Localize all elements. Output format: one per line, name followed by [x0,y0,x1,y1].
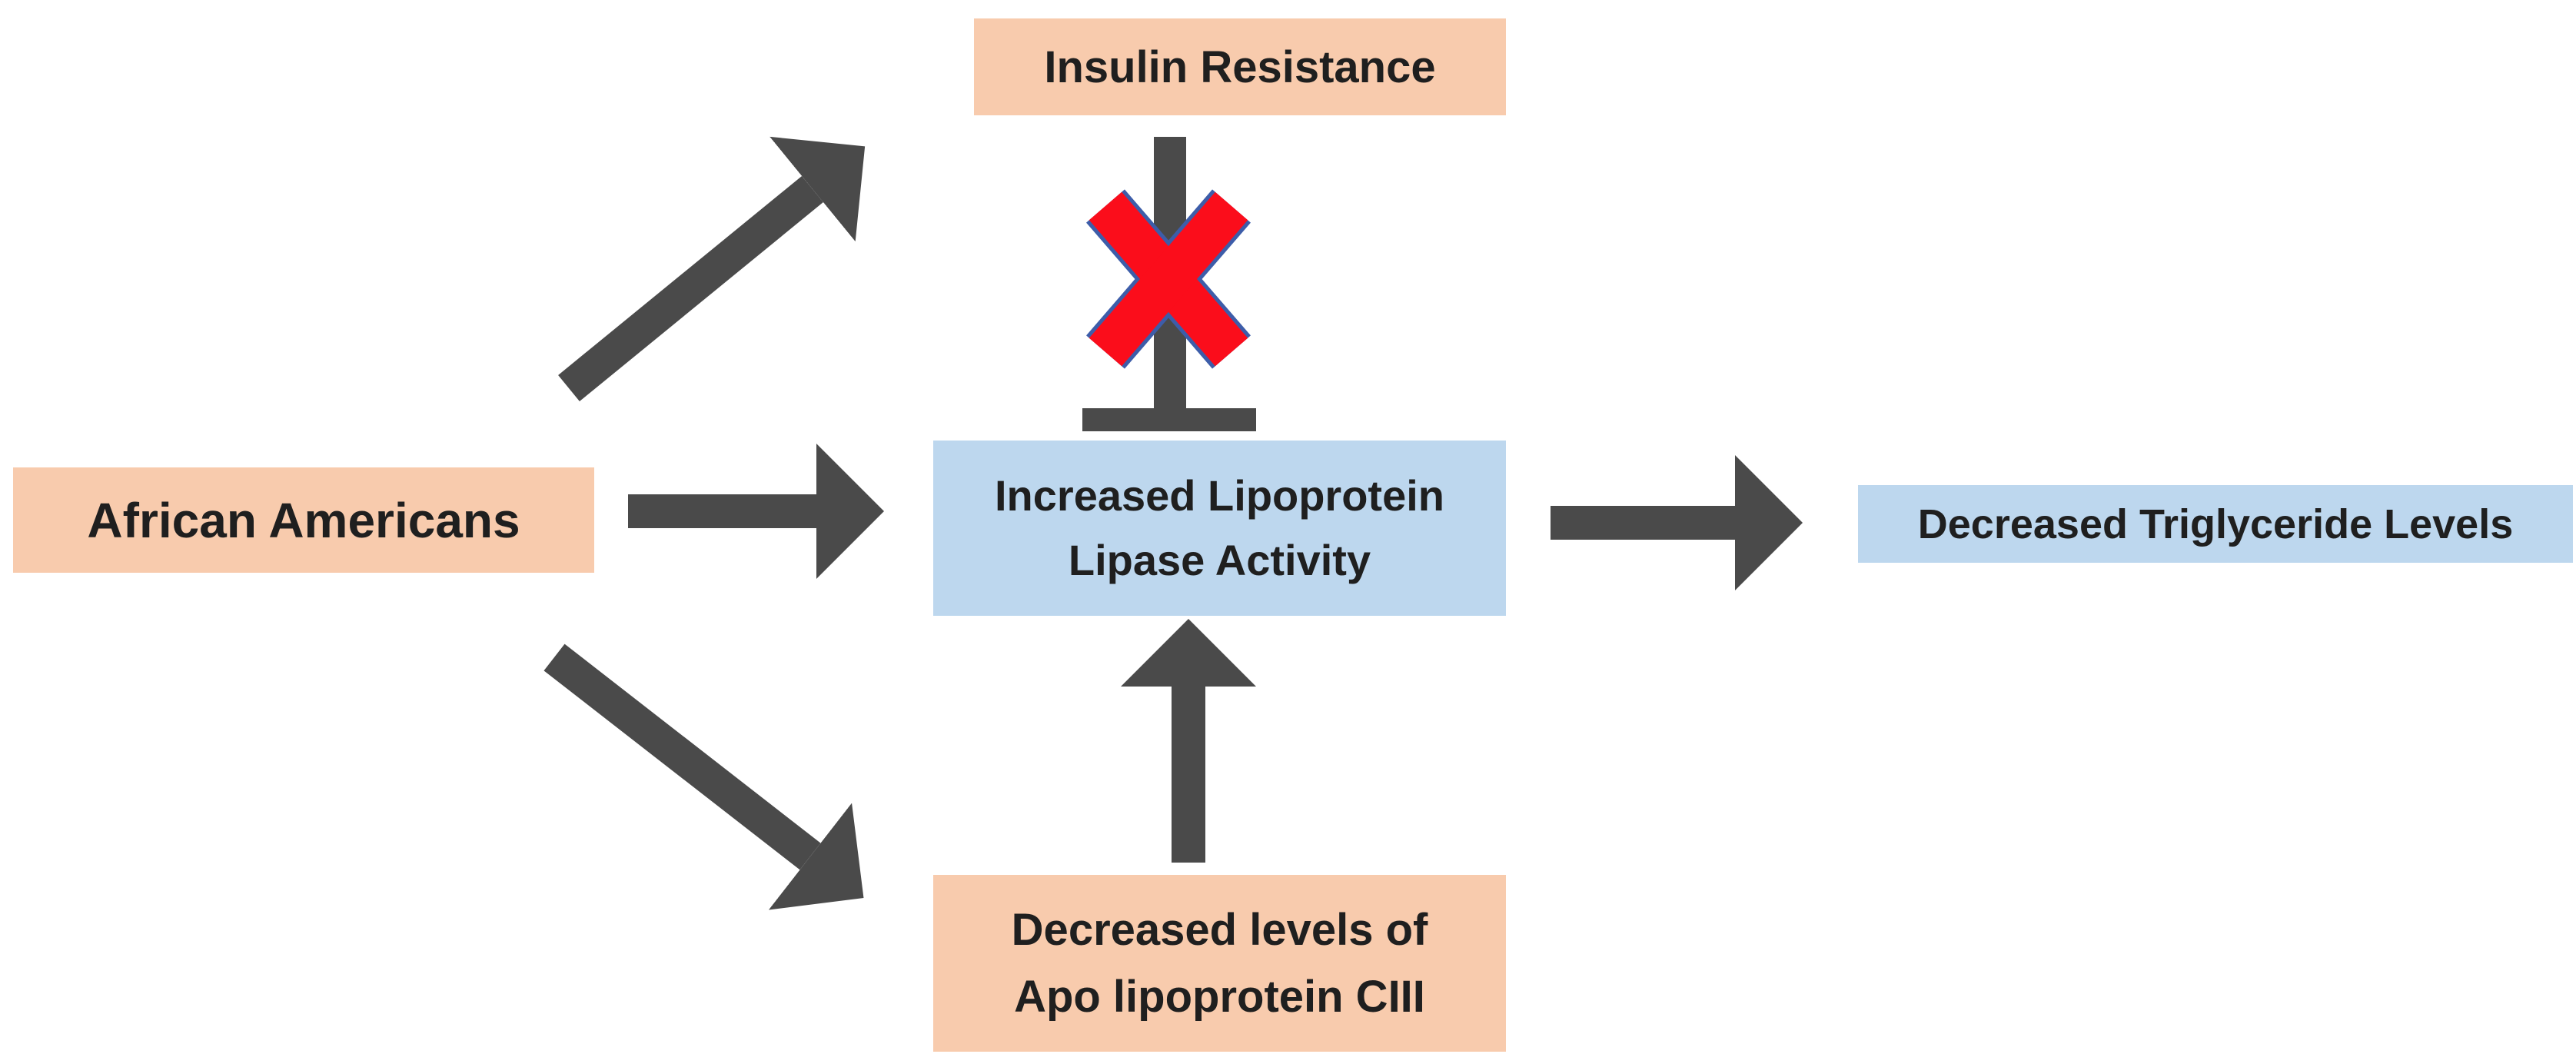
node-decreased-apo-lipoprotein-ciii: Decreased levels of Apo lipoprotein CIII [933,875,1506,1052]
node-increased-lipoprotein-lipase-activity: Increased Lipoprotein Lipase Activity [933,441,1506,616]
node-apociii-label: Decreased levels of Apo lipoprotein CIII [1011,905,1428,1022]
arrow-african-to-insulin [558,136,866,402]
node-lipase-label: Increased Lipoprotein Lipase Activity [995,471,1444,584]
node-triglyceride-label: Decreased Triglyceride Levels [1917,500,2514,547]
node-african-americans-label: African Americans [87,492,520,548]
node-insulin-resistance: Insulin Resistance [974,18,1506,115]
node-decreased-triglyceride-levels: Decreased Triglyceride Levels [1858,485,2573,563]
node-insulin-resistance-label: Insulin Resistance [1044,42,1436,92]
blocked-x-icon [1086,189,1251,369]
arrow-african-to-apociii [543,643,864,910]
node-african-americans: African Americans [13,467,594,573]
